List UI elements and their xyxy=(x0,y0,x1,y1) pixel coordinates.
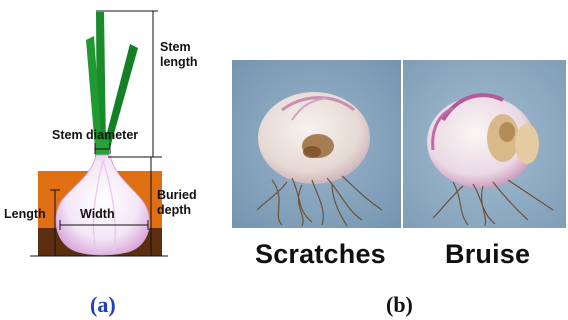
photo-scratches xyxy=(232,60,401,228)
panel-b xyxy=(232,60,566,228)
buried-depth-label: Buried depth xyxy=(157,188,197,218)
stem-length-label: Stem length xyxy=(160,40,198,70)
garlic-bulb xyxy=(56,155,150,255)
length-label: Length xyxy=(4,207,46,222)
panel-a: Stem length Stem diameter Buried depth L… xyxy=(0,0,220,320)
panel-a-caption: (a) xyxy=(90,292,116,318)
stem-diameter-label: Stem diameter xyxy=(52,128,138,143)
photo-label-scratches: Scratches xyxy=(255,239,386,270)
panel-b-caption: (b) xyxy=(386,292,413,318)
photo-bruise xyxy=(403,60,566,228)
width-label: Width xyxy=(80,207,115,222)
photo-label-bruise: Bruise xyxy=(445,239,530,270)
